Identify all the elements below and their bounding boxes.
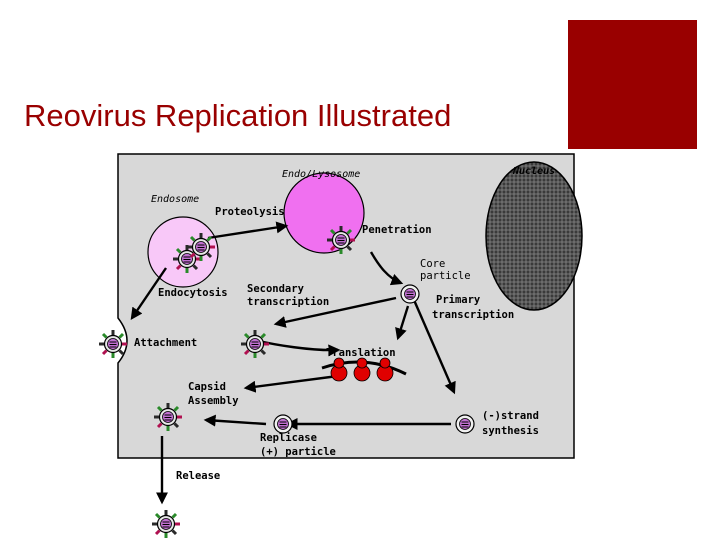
virion-lysosome [325,224,357,256]
arrow-primary-minus-strand [412,299,456,395]
reovirus-diagram: Nucleus Endosome Endo/Lysosome Proteolys… [97,153,583,540]
virion-release [150,508,182,540]
label-penetration: Penetration [362,224,432,236]
arrow-primary-translation [395,305,410,341]
slide-title: Reovirus Replication Illustrated [24,98,452,133]
label-proteolysis: Proteolysis [215,206,285,218]
label-translation: Translation [326,347,396,359]
label-core-1: Core [420,258,445,270]
label-attachment: Attachment [134,337,197,349]
replicase-particle [273,414,293,434]
ribosome-group [330,357,394,382]
label-core-2: particle [420,270,471,282]
label-primary-2: transcription [432,309,514,321]
virion-endosome-2 [185,231,217,263]
label-capsid-1: Capsid [188,381,226,393]
arrow-capsid-assembly [243,374,339,393]
arrow-proteolysis [207,221,289,240]
label-primary-1: Primary [436,294,481,306]
virion-assembly [152,401,184,433]
minus-strand-particle [455,414,475,434]
nucleus-label: Nucleus [512,166,555,177]
arrow-penetration [369,251,404,286]
arrow-secondary [273,296,397,328]
label-replicase-2: (+) particle [260,446,336,458]
endosome-label: Endosome [151,194,199,205]
label-release: Release [176,470,220,482]
label-replicase-1: Replicase [260,432,317,444]
endolysosome-label: Endo/Lysosome [282,169,360,180]
nucleus [485,161,583,311]
cell-membrane [117,153,575,459]
arrow-endocytosis [130,267,167,320]
arrow-assembly-from-replicase [203,414,267,427]
label-capsid-2: Assembly [188,395,239,407]
label-minus-strand-1: (-)strand [482,410,539,422]
label-secondary-2: transcription [247,296,329,308]
virion-attachment [97,328,129,360]
label-minus-strand-2: synthesis [482,425,539,437]
label-endocytosis: Endocytosis [158,287,228,299]
accent-block [568,20,697,149]
core-particle [400,284,420,304]
label-secondary-1: Secondary [247,283,305,295]
virion-secondary [239,328,271,360]
